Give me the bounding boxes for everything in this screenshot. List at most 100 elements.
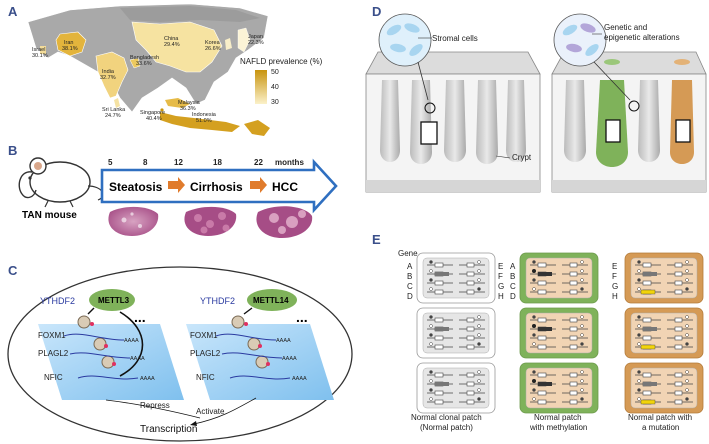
legend-colorbar <box>255 70 267 104</box>
svg-text:C: C <box>407 282 413 291</box>
svg-text:H: H <box>498 292 504 301</box>
gene-foxm1-right: FOXM1 <box>190 331 218 340</box>
svg-text:C: C <box>510 282 516 291</box>
patch-column-methylation <box>519 252 599 414</box>
activate-line <box>193 397 257 425</box>
legend-tick-40: 40 <box>271 84 279 91</box>
methylation-marker <box>532 379 536 383</box>
mouse-eye <box>28 176 32 180</box>
liver-steatosis <box>108 206 159 236</box>
aaaa-2: AAAA <box>130 356 145 362</box>
methylation-marker <box>532 269 536 273</box>
indonesia-region <box>160 112 240 132</box>
month-12: 12 <box>174 158 183 167</box>
stage-arrow-1 <box>168 177 185 193</box>
patch-column-normal <box>416 252 496 414</box>
ythdf2-left: YTHDF2 <box>40 296 75 306</box>
korea-region <box>225 38 232 50</box>
value-srilanka: 24.7% <box>105 113 121 119</box>
month-5: 5 <box>108 158 113 167</box>
gene-plagl2-right: PLAGL2 <box>190 349 221 358</box>
bangladesh-region <box>129 57 141 69</box>
svg-text:G: G <box>612 282 618 291</box>
timeline-months: 5 8 12 18 22 months <box>108 158 304 167</box>
label-singapore: Singapore <box>140 110 165 116</box>
svg-text:F: F <box>498 272 503 281</box>
value-iran: 38.1% <box>62 46 78 52</box>
china-region <box>131 21 223 73</box>
patch-card <box>624 307 704 359</box>
svg-text:E: E <box>498 262 503 271</box>
value-china: 29.4% <box>164 42 180 48</box>
stage-hcc: HCC <box>272 180 298 194</box>
timeline-arrow <box>100 158 338 214</box>
label-japan: Japan <box>248 34 263 40</box>
repress-line <box>105 399 201 419</box>
gene-header: Gene <box>398 249 418 258</box>
mutation-marker <box>640 344 656 350</box>
stromal-cells-bubble <box>378 13 432 101</box>
label-srilanka: Sri Lanka <box>102 107 126 113</box>
label-korea: Korea <box>205 40 221 46</box>
gene-letters-right-1: E F G H <box>498 262 504 301</box>
aaaa-6: AAAA <box>292 376 307 382</box>
singapore-dot <box>160 108 164 112</box>
label-malaysia: Malaysia <box>178 100 201 106</box>
legend-title: NAFLD prevalence (%) <box>240 57 323 66</box>
patch-column-mutation <box>624 252 704 414</box>
legend-tick-50: 50 <box>271 69 279 76</box>
tissue-block-left <box>365 51 541 193</box>
prevalence-legend: NAFLD prevalence (%) 50 40 30 <box>240 57 323 106</box>
gene-letters-right-2: E F G H <box>612 262 618 301</box>
label-indonesia: Indonesia <box>192 112 217 118</box>
dots-right: ... <box>296 309 308 325</box>
patch-card <box>416 307 496 359</box>
caption-3-line1: Normal patch with <box>628 413 692 422</box>
label-israel: Israel <box>32 47 45 53</box>
svg-text:A: A <box>407 262 413 271</box>
svg-text:E: E <box>612 262 617 271</box>
legend-tick-30: 30 <box>271 99 279 106</box>
mettl3-arrow <box>87 307 95 315</box>
caption-1-line2: (Normal patch) <box>420 423 473 432</box>
svg-text:H: H <box>612 292 618 301</box>
stage-steatosis: Steatosis <box>109 180 163 194</box>
tissue-block-right <box>551 51 707 193</box>
iran-region <box>55 31 87 57</box>
methylation-marker <box>532 324 536 328</box>
activate-label: Activate <box>196 407 225 416</box>
months-unit: months <box>275 158 304 167</box>
mutation-marker <box>640 399 656 405</box>
mettl14-label: METTL14 <box>253 296 289 305</box>
label-iran: Iran <box>64 40 73 46</box>
gene-nfic-left: NFIC <box>44 373 63 382</box>
mettl3-curve-arrow <box>119 311 144 377</box>
value-malaysia: 36.3% <box>180 106 196 112</box>
value-indonesia: 51.0% <box>196 118 212 124</box>
svg-text:B: B <box>407 272 412 281</box>
patch-card <box>416 362 496 414</box>
patch-card <box>519 362 599 414</box>
value-korea: 26.6% <box>205 46 221 52</box>
patch-card <box>519 252 599 304</box>
label-bangladesh: Bangladesh <box>130 55 159 61</box>
gene-letters-left-2: A B C D <box>510 262 516 301</box>
map-country-labels: Israel 30.1% Iran 38.1% China 29.4% Kore… <box>32 34 264 124</box>
value-singapore: 40.4% <box>146 116 162 122</box>
panel-label-e: E <box>372 232 381 247</box>
value-israel: 30.1% <box>32 53 48 59</box>
label-india: India <box>102 69 115 75</box>
value-japan: 22.3% <box>248 40 264 46</box>
patch-card <box>416 252 496 304</box>
panel-label-d: D <box>372 4 381 19</box>
mettl3-bubble <box>89 289 135 311</box>
transcription-label: Transcription <box>140 424 197 435</box>
mutation-marker <box>640 289 656 295</box>
svg-text:D: D <box>510 292 516 301</box>
stage-cirrhosis: Cirrhosis <box>190 180 243 194</box>
caption-2-line2: with methylation <box>529 423 587 432</box>
mettl14-bubble <box>247 289 297 311</box>
ythdf2-right: YTHDF2 <box>200 296 235 306</box>
srilanka-region <box>114 98 120 108</box>
